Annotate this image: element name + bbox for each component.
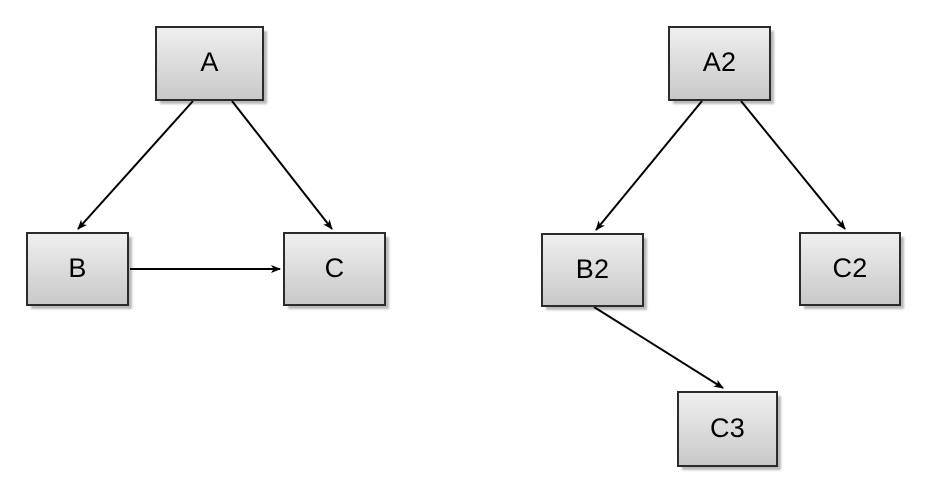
node-label-b: B [68,252,87,283]
edge-a-to-b[interactable] [77,100,194,230]
node-label-c: C [324,252,345,283]
node-c[interactable]: C [283,232,386,306]
edge-a2-to-b2[interactable] [595,100,703,231]
node-label-a2: A2 [702,47,737,77]
node-c3[interactable]: C3 [677,391,778,467]
node-a2[interactable]: A2 [668,26,771,101]
edges-group [77,100,846,389]
node-c2[interactable]: C2 [799,232,901,306]
edge-a2-to-c2[interactable] [740,100,846,230]
node-b2[interactable]: B2 [541,233,644,307]
node-a[interactable]: A [155,26,264,101]
node-label-a: A [200,47,219,77]
node-label-b2: B2 [575,253,610,284]
edge-b2-to-c3[interactable] [593,306,724,389]
edge-a-to-c[interactable] [231,100,333,230]
node-label-c2: C2 [832,252,868,283]
node-b[interactable]: B [26,232,129,306]
node-label-c3: C3 [710,412,745,443]
